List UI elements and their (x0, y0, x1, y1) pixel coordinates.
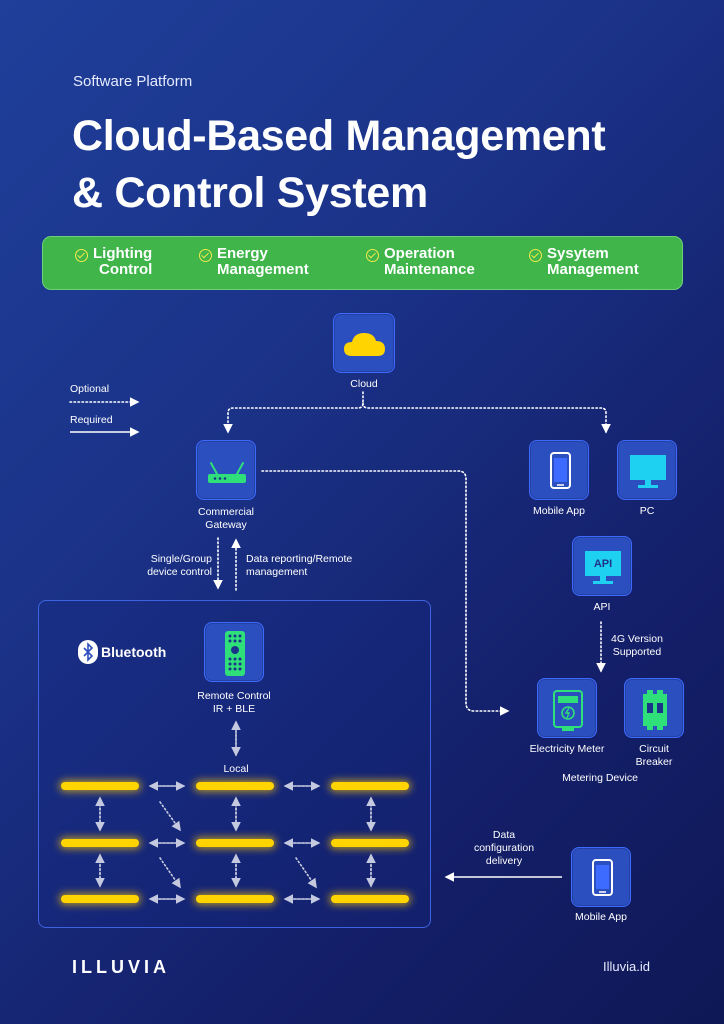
api-node: API (572, 536, 632, 596)
feature-label: Energy (217, 245, 268, 262)
edge-label-line: delivery (485, 855, 523, 867)
circuit-breaker-label: Circuit Breaker (624, 743, 684, 769)
light-fixture (61, 839, 139, 847)
single-group-label: Single/Group device control (120, 553, 212, 579)
mobile-app-bottom-node (571, 847, 631, 907)
edge-label-line: management (246, 566, 308, 578)
edge-label-line: device control (147, 566, 212, 578)
feature-label: Control (99, 261, 153, 278)
pc-label: PC (639, 505, 655, 517)
edge-label-line: configuration (473, 842, 535, 854)
mobile-app-node (529, 440, 589, 500)
data-reporting-label: Data reporting/Remote management (246, 553, 352, 579)
remote-label-line: IR + BLE (212, 703, 256, 715)
legend-required-label: Required (70, 414, 113, 426)
gateway-label: Commercial Gateway (176, 506, 276, 532)
cloud-icon (344, 333, 385, 356)
light-fixture (61, 782, 139, 790)
feature-label: Sysytem (547, 245, 609, 262)
feature-label: Lighting (93, 245, 153, 262)
check-circle-icon (75, 249, 88, 262)
light-fixture (331, 839, 409, 847)
bluetooth-icon (78, 640, 98, 664)
title-line-2: & Control System (72, 169, 428, 217)
eyebrow-text: Software Platform (73, 73, 193, 90)
data-config-label: Data configuration delivery (462, 829, 546, 868)
cloud-node (333, 313, 395, 373)
gateway-label-line: Commercial (197, 506, 254, 518)
light-fixture (331, 782, 409, 790)
breaker-label-line: Circuit (639, 743, 669, 755)
bluetooth-badge: Bluetooth (78, 640, 166, 664)
gateway-node (196, 440, 256, 500)
site-url: Illuvia.id (603, 959, 650, 974)
phone-icon (550, 452, 571, 489)
remote-label-line: Remote Control (197, 690, 271, 702)
bluetooth-label: Bluetooth (101, 644, 167, 660)
router-icon (208, 462, 246, 483)
light-fixture (331, 895, 409, 903)
feature-label: Maintenance (384, 261, 475, 278)
edge-label-line: Single/Group (150, 553, 212, 565)
brand-logo: ILLUVIA (72, 957, 170, 977)
light-fixture (196, 895, 274, 903)
light-fixture (196, 782, 274, 790)
remote-control-node (204, 622, 264, 682)
metering-device-label: Metering Device (562, 772, 638, 784)
feature-label: Operation (384, 245, 455, 262)
breaker-label-line: Breaker (635, 756, 673, 768)
electricity-meter-label: Electricity Meter (529, 743, 605, 755)
monitor-icon (630, 455, 666, 488)
cloud-label: Cloud (350, 378, 378, 390)
check-circle-icon (366, 249, 379, 262)
legend-optional-label: Optional (70, 383, 110, 395)
api-icon-text: API (593, 558, 613, 570)
check-circle-icon (199, 249, 212, 262)
api-monitor-icon (585, 551, 621, 584)
breaker-icon (643, 690, 667, 730)
light-fixture (196, 839, 274, 847)
edge-label-line: Supported (612, 646, 662, 658)
edge-label-line: Data (492, 829, 516, 841)
pc-node (617, 440, 677, 500)
edge-label-line: Data reporting/Remote (246, 553, 353, 565)
fourg-label: 4G Version Supported (611, 633, 663, 659)
api-label: API (593, 601, 611, 613)
check-circle-icon (529, 249, 542, 262)
feature-label: Management (217, 261, 309, 278)
title-line-1: Cloud-Based Management (72, 112, 606, 160)
feature-label: Management (547, 261, 639, 278)
circuit-breaker-node (624, 678, 684, 738)
mobile-app-label: Mobile App (533, 505, 585, 517)
light-fixture (61, 895, 139, 903)
gateway-label-line: Gateway (205, 519, 247, 531)
remote-control-label: Remote Control IR + BLE (179, 690, 289, 716)
remote-control-icon (225, 631, 245, 676)
mobile-app-bottom-label: Mobile App (575, 911, 627, 923)
electricity-meter-node (537, 678, 597, 738)
edge-label-line: 4G Version (611, 633, 663, 645)
meter-icon (553, 690, 583, 731)
page-title: Cloud-Based Management & Control System (72, 108, 712, 222)
local-label: Local (223, 763, 249, 775)
phone-icon (592, 859, 613, 896)
